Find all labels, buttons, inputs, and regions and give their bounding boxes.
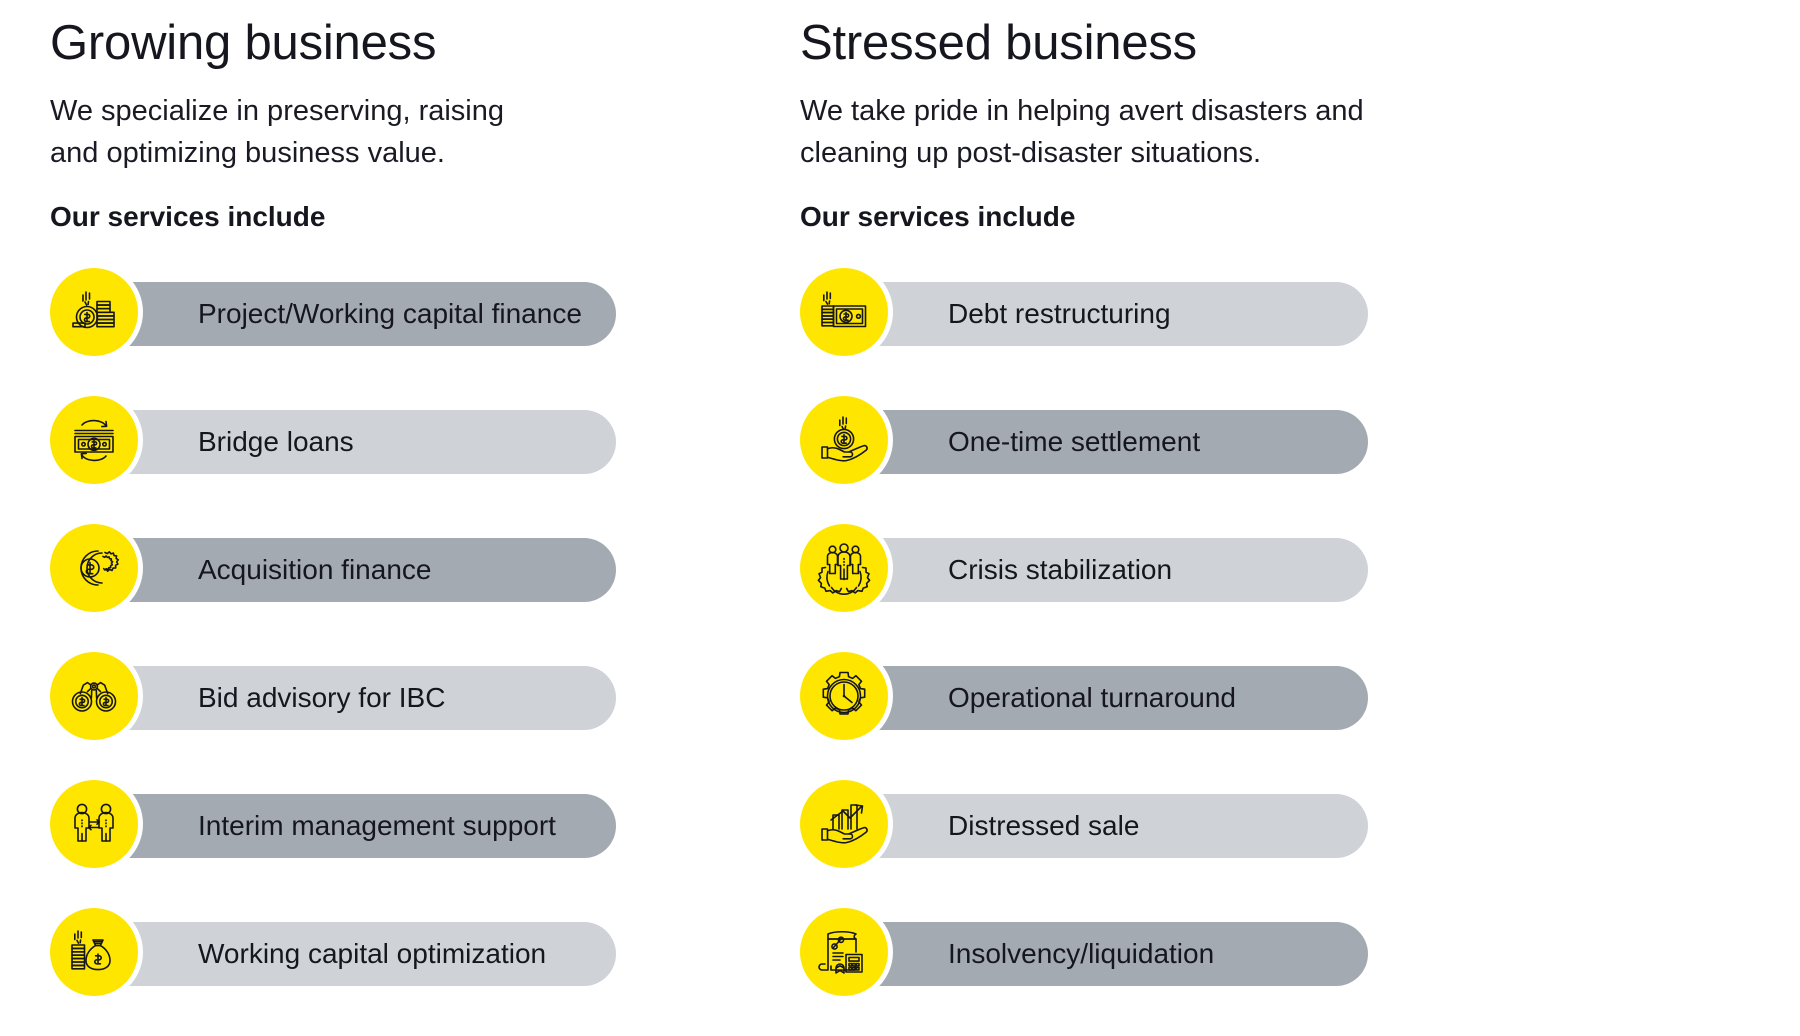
service-label: One-time settlement	[948, 426, 1201, 457]
binoculars-dollar-icon	[50, 652, 138, 740]
banknote-refresh-icon	[50, 396, 138, 484]
banknote-coins-icon	[800, 268, 888, 356]
service-label: Debt restructuring	[948, 298, 1171, 329]
services-list-stressed: Debt restructuring	[795, 263, 1800, 1036]
service-row[interactable]: Insolvency/liquidation	[795, 903, 1800, 1036]
service-pill[interactable]: Interim management support	[90, 794, 616, 858]
services-list-growing: Project/Working capital finance	[45, 263, 800, 1036]
service-row[interactable]: Project/Working capital finance	[45, 263, 800, 396]
service-pill[interactable]: Bid advisory for IBC	[90, 666, 616, 730]
coin-gear-icon	[50, 524, 138, 612]
service-label: Working capital optimization	[198, 938, 547, 969]
column-header-growing: Growing business We specialize in preser…	[50, 14, 800, 234]
service-label: Acquisition finance	[198, 554, 432, 585]
service-pill[interactable]: Project/Working capital finance	[90, 282, 616, 346]
service-row[interactable]: Debt restructuring	[795, 263, 1800, 396]
service-label: Operational turnaround	[948, 682, 1236, 713]
service-pill[interactable]: Insolvency/liquidation	[840, 922, 1368, 986]
service-pill[interactable]: Bridge loans	[90, 410, 616, 474]
service-row[interactable]: Acquisition finance	[45, 519, 800, 652]
hand-coin-icon	[800, 396, 888, 484]
service-pill[interactable]: Acquisition finance	[90, 538, 616, 602]
hand-growth-chart-icon	[800, 780, 888, 868]
service-label: Insolvency/liquidation	[948, 938, 1215, 969]
service-row[interactable]: Working capital optimization	[45, 903, 800, 1036]
service-pill[interactable]: Operational turnaround	[840, 666, 1368, 730]
service-row[interactable]: Distressed sale	[795, 775, 1800, 908]
service-pill[interactable]: One-time settlement	[840, 410, 1368, 474]
column-header-stressed: Stressed business We take pride in helpi…	[800, 14, 1800, 234]
service-row[interactable]: Operational turnaround	[795, 647, 1800, 780]
subtitle-line: cleaning up post-disaster situations.	[800, 137, 1262, 169]
column-stressed-business: Stressed business We take pride in helpi…	[795, 0, 1800, 1020]
service-label: Distressed sale	[948, 810, 1140, 841]
service-label: Bridge loans	[198, 426, 354, 457]
service-label: Project/Working capital finance	[198, 298, 582, 329]
service-label: Bid advisory for IBC	[198, 682, 446, 713]
service-row[interactable]: Crisis stabilization	[795, 519, 1800, 652]
column-subtitle-stressed: We take pride in helping avert disasters…	[800, 90, 1500, 174]
service-row[interactable]: One-time settlement	[795, 391, 1800, 524]
service-label: Interim management support	[198, 810, 556, 841]
money-bag-coins-icon	[50, 908, 138, 996]
subtitle-line: and optimizing business value.	[50, 137, 445, 169]
services-heading-stressed: Our services include	[800, 201, 1076, 232]
two-people-exchange-icon	[50, 780, 138, 868]
service-pill[interactable]: Working capital optimization	[90, 922, 616, 986]
column-subtitle-growing: We specialize in preserving, raising and…	[50, 90, 750, 174]
service-label: Crisis stabilization	[948, 554, 1173, 585]
column-growing-business: Growing business We specialize in preser…	[0, 0, 800, 1020]
page-title-growing: Growing business	[50, 16, 437, 70]
service-row[interactable]: Bridge loans	[45, 391, 800, 524]
service-pill[interactable]: Debt restructuring	[840, 282, 1368, 346]
subtitle-line: We take pride in helping avert disasters…	[800, 95, 1364, 127]
service-row[interactable]: Interim management support	[45, 775, 800, 908]
subtitle-line: We specialize in preserving, raising	[50, 95, 505, 127]
coin-stack-dollar-icon	[50, 268, 138, 356]
services-heading-growing: Our services include	[50, 201, 326, 232]
clock-gear-icon	[800, 652, 888, 740]
page-title-stressed: Stressed business	[800, 16, 1197, 70]
team-gear-icon	[800, 524, 888, 612]
service-pill[interactable]: Crisis stabilization	[840, 538, 1368, 602]
service-row[interactable]: Bid advisory for IBC	[45, 647, 800, 780]
service-pill[interactable]: Distressed sale	[840, 794, 1368, 858]
document-calculator-icon	[800, 908, 888, 996]
